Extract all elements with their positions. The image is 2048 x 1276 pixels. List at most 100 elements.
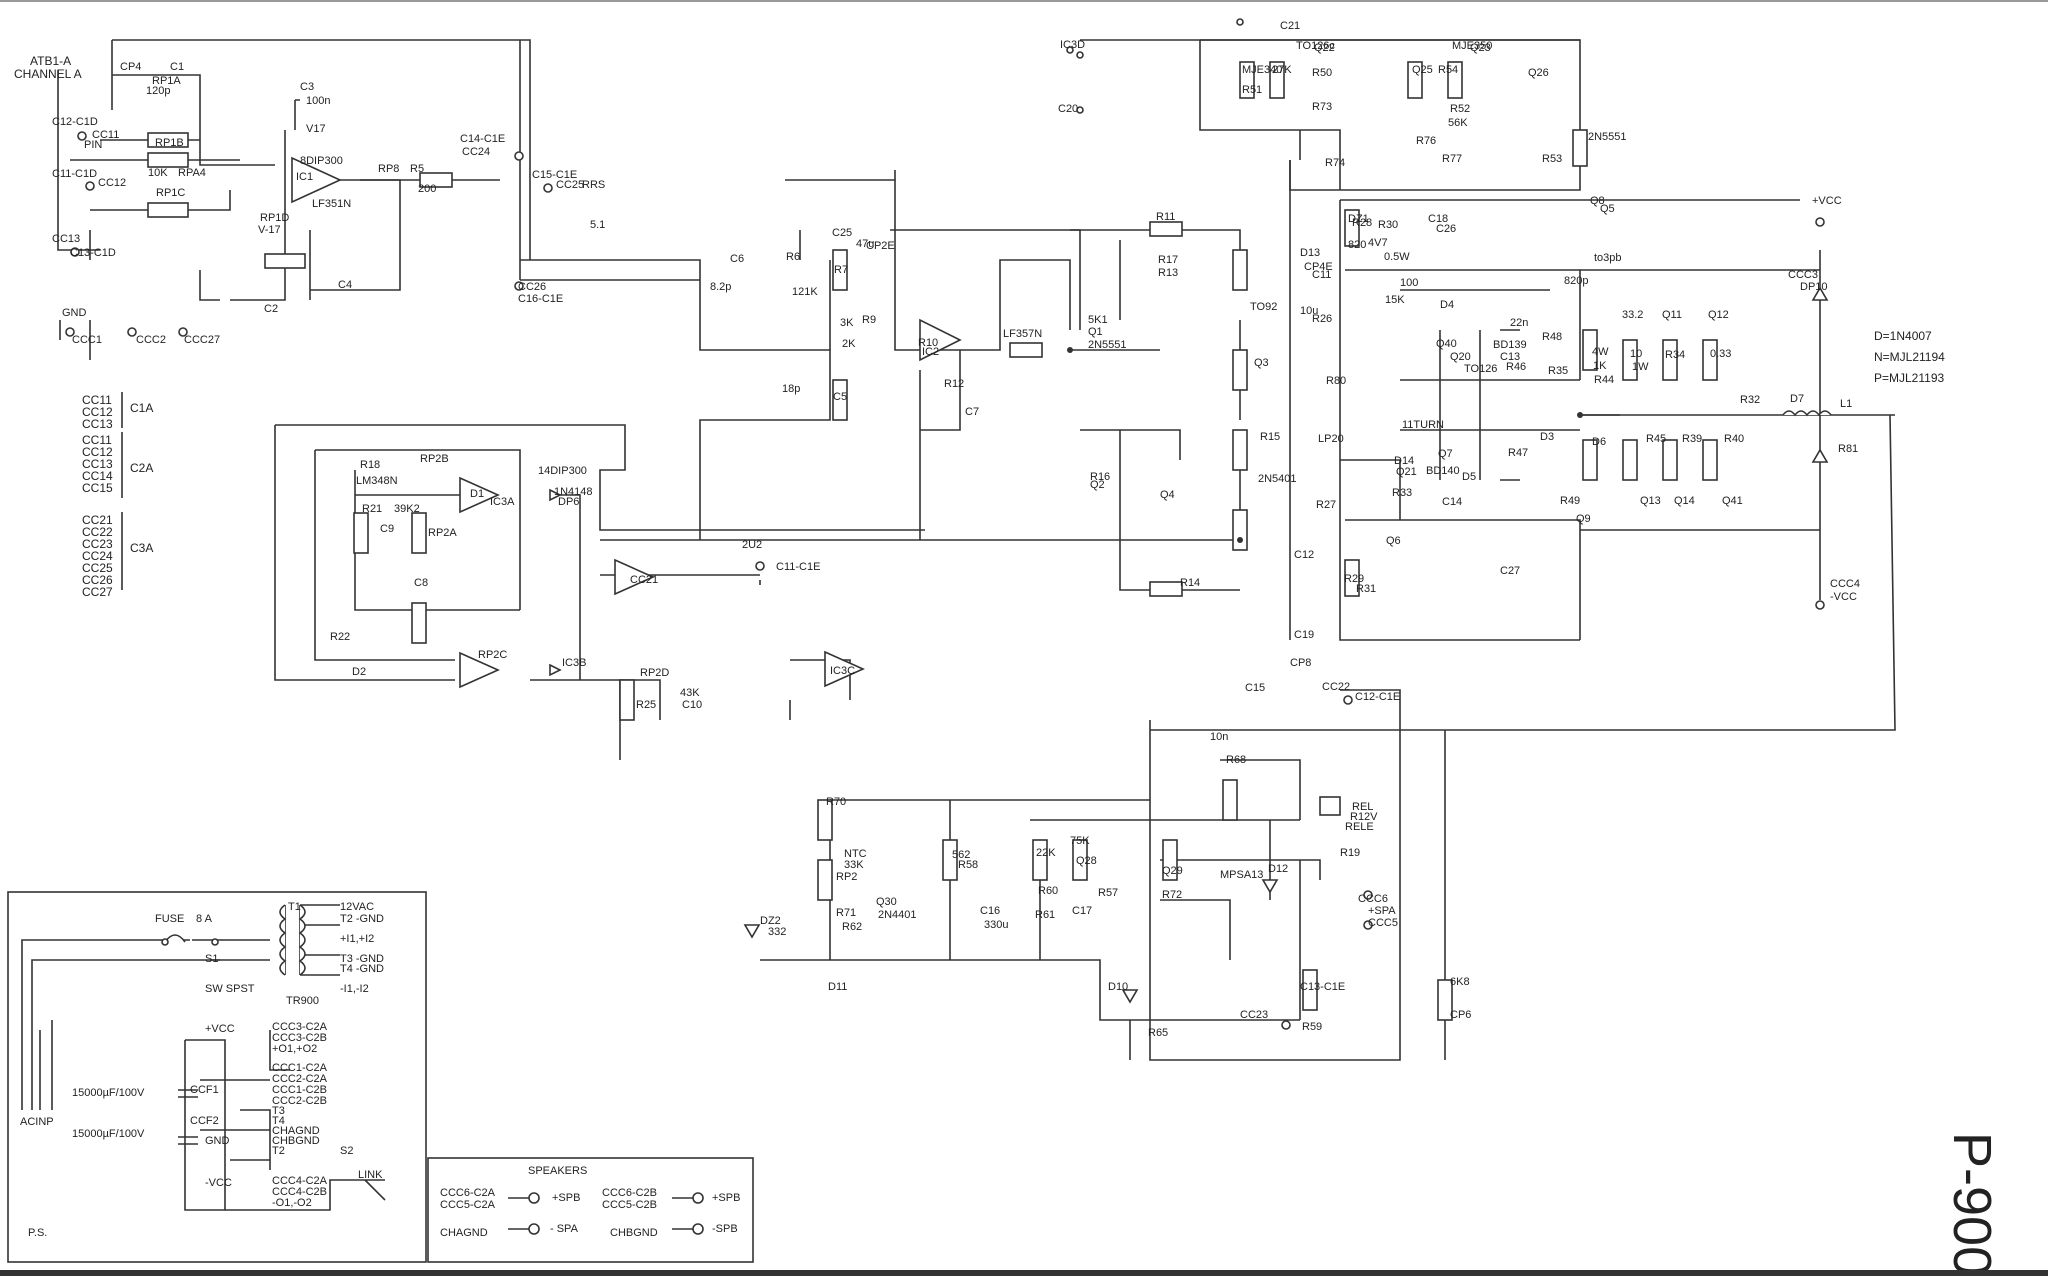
component-label: TO92 — [1250, 301, 1277, 313]
component-label: 5.1 — [590, 219, 605, 231]
transformer-part: TR900 — [286, 995, 319, 1007]
rail-neg: -VCC — [205, 1177, 232, 1189]
ps-connection-label: CHBGND — [272, 1135, 320, 1147]
component-label: R7 — [834, 264, 848, 276]
power-supply-box — [7, 891, 427, 1263]
group-item: CC25 — [82, 561, 113, 575]
component-label: 1K — [1593, 360, 1607, 372]
component-label: C3 — [300, 81, 314, 93]
group-item: CC27 — [82, 585, 113, 599]
switch-type: SW SPST — [205, 983, 255, 995]
component-label: R53 — [1542, 153, 1562, 165]
component-label: D6 — [1592, 436, 1606, 448]
ps-connection-label: T2 — [272, 1145, 285, 1157]
component-label: 330u — [984, 919, 1008, 931]
component-label: DZ1 — [1348, 213, 1369, 225]
component-label: 43K — [680, 687, 700, 699]
component-label: R17 — [1158, 254, 1178, 266]
component-label: Q2 — [1090, 479, 1105, 491]
page-code: P-900 — [1942, 1132, 2002, 1276]
component-label: R12V — [1350, 811, 1378, 823]
component-label: R6 — [786, 251, 800, 263]
component-label: RPA4 — [178, 167, 206, 179]
ps-connection-label: T3 — [272, 1105, 285, 1117]
component-label: D13 — [1300, 247, 1320, 259]
component-label: DP10 — [1800, 281, 1828, 293]
input-stage — [57, 39, 831, 430]
component-label: CCC6 — [1358, 893, 1388, 905]
cap-value-1: 15000µF/100V — [72, 1087, 145, 1099]
component-label: 200 — [418, 183, 436, 195]
component-label: R74 — [1325, 157, 1345, 169]
component-label: L1 — [1840, 398, 1852, 410]
component-label: IC2 — [922, 346, 939, 358]
component-label: D12 — [1268, 863, 1288, 875]
component-label: +VCC — [1812, 195, 1842, 207]
component-label: 2N5551 — [1588, 131, 1627, 143]
component-label: CC26 — [518, 281, 546, 293]
channel-title-line1: ATB1-A — [30, 54, 71, 68]
component-label: CC25 — [556, 179, 584, 191]
ps-connection-label: T4 — [272, 1115, 285, 1127]
component-label: 332 — [768, 926, 786, 938]
component-label: 820 — [1348, 239, 1366, 251]
component-label: C18 — [1428, 213, 1448, 225]
spk-rsign-b: -SPB — [712, 1223, 738, 1235]
component-label: BD139 — [1493, 339, 1527, 351]
component-label: C16-C1E — [518, 293, 563, 305]
component-label: CC22 — [1322, 681, 1350, 693]
spk-right-a1: CCC6-C2B — [602, 1187, 657, 1199]
spk-left-a2: CCC5-C2A — [440, 1199, 496, 1211]
ic3a-opamp-symbol — [459, 476, 500, 514]
legend-d: D=1N4007 — [1874, 329, 1932, 343]
component-label: R40 — [1724, 433, 1744, 445]
component-label: R35 — [1548, 365, 1568, 377]
component-label: R61 — [1035, 909, 1055, 921]
component-label: R26 — [1312, 313, 1332, 325]
component-label: CP6 — [1450, 1009, 1471, 1021]
component-label: Q5 — [1600, 203, 1615, 215]
component-label: 11TURN — [1402, 419, 1444, 431]
component-label: C7 — [965, 406, 979, 418]
component-label: CC11 — [92, 129, 119, 141]
component-label: C11-C1D — [52, 168, 97, 180]
rail-vcc: +VCC — [205, 1023, 235, 1035]
component-label: R46 — [1506, 361, 1526, 373]
component-label: Q26 — [1528, 67, 1549, 79]
component-label: LP20 — [1318, 433, 1344, 445]
component-label: R34 — [1665, 349, 1685, 361]
component-label: R54 — [1438, 64, 1458, 76]
group-item: CC11 — [82, 393, 112, 407]
component-label: Q1 — [1088, 326, 1103, 338]
component-label: R80 — [1326, 375, 1346, 387]
component-label: R45 — [1646, 433, 1666, 445]
component-label: Q3 — [1254, 357, 1269, 369]
bottom-border — [0, 1270, 2048, 1276]
component-label: Q21 — [1396, 466, 1417, 478]
component-label: Q4 — [1160, 489, 1175, 501]
component-label: R9 — [862, 314, 876, 326]
component-label: CC21 — [630, 574, 658, 586]
component-label: D14 — [1394, 455, 1414, 467]
component-label: Q8 — [1590, 195, 1605, 207]
spk-sign-b: - SPA — [550, 1223, 579, 1235]
spk-left-b: CHAGND — [440, 1227, 488, 1239]
component-label: R72 — [1162, 889, 1182, 901]
speakers-title: SPEAKERS — [528, 1165, 587, 1177]
component-label: Q12 — [1708, 309, 1729, 321]
secondary-1: 12VAC — [340, 901, 374, 913]
component-label: R71 — [836, 907, 856, 919]
power-labels: FUSE 8 A S1 SW SPST T1 TR900 ACINP 12VAC… — [20, 901, 384, 1239]
component-label: R60 — [1038, 885, 1058, 897]
component-label: 5K1 — [1088, 314, 1108, 326]
component-label: 10 — [1630, 348, 1642, 360]
component-label: C17 — [1072, 905, 1092, 917]
ccf2-label: CCF2 — [190, 1115, 219, 1127]
component-label: R57 — [1098, 887, 1118, 899]
component-label: D3 — [1540, 431, 1554, 443]
secondary-4: T3 -GND — [340, 953, 384, 965]
component-label: 2N4401 — [878, 909, 917, 921]
transformer-label: T1 — [288, 901, 301, 913]
component-label: R39 — [1682, 433, 1702, 445]
transformer-primary — [279, 904, 287, 976]
